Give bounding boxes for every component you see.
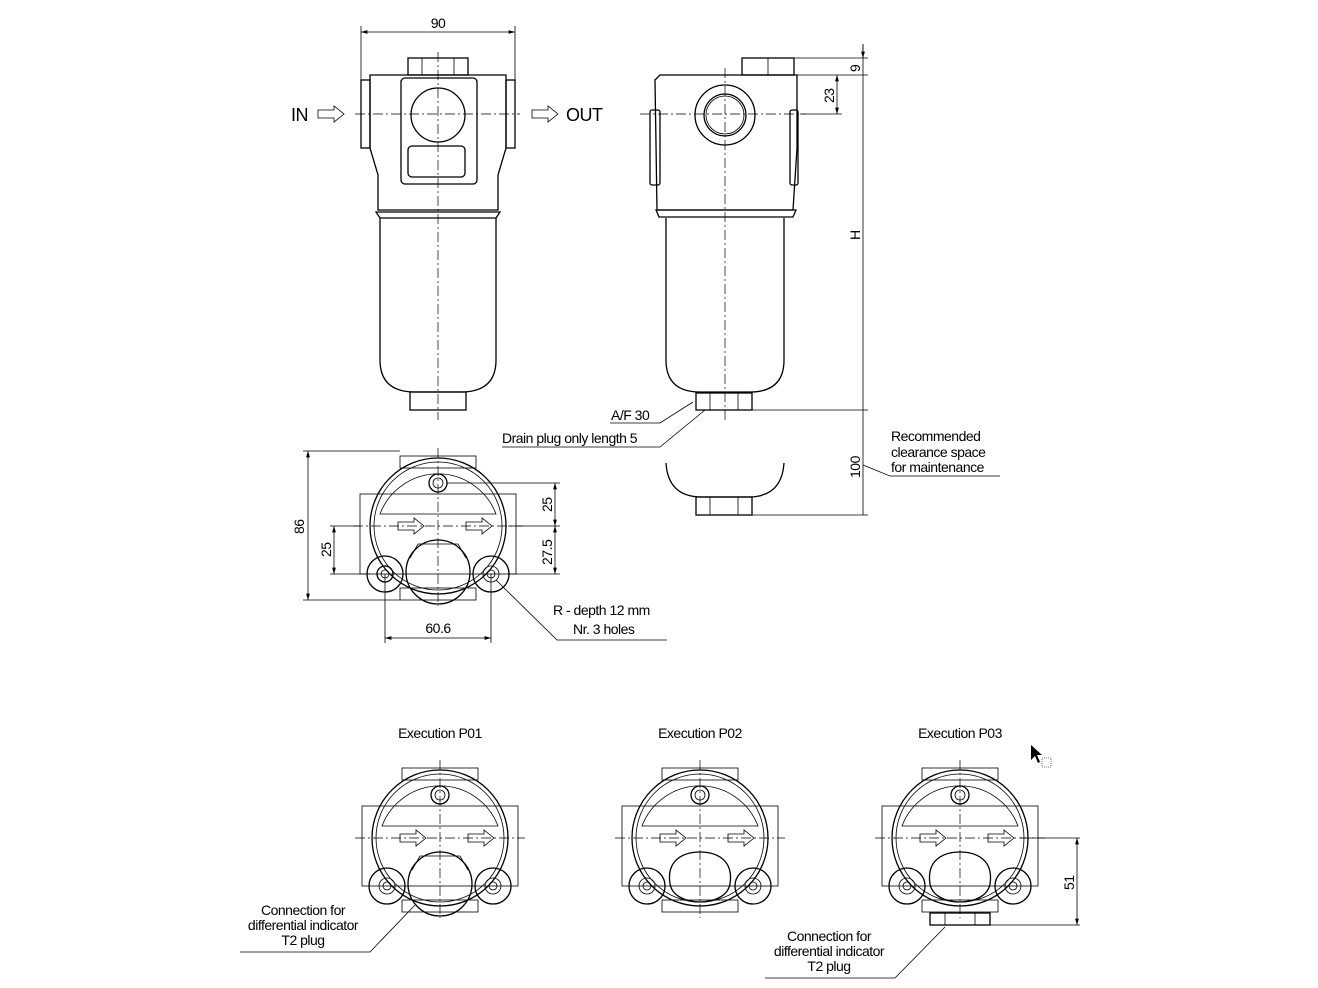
front-view: 90 IN OUT <box>291 15 604 420</box>
outlet-label: OUT <box>566 105 603 125</box>
note-line-3: T2 plug <box>807 958 850 974</box>
dim-overall: 86 <box>291 519 307 534</box>
af-label: A/F 30 <box>611 407 650 423</box>
dim-p03: 51 <box>1061 875 1077 890</box>
execution-title: Execution P03 <box>918 725 1002 741</box>
note-line-1: Connection for <box>787 928 872 944</box>
note-line-2: differential indicator <box>248 917 359 933</box>
execution-p02: Execution P02 <box>615 725 785 918</box>
mouse-cursor-icon <box>1031 745 1052 768</box>
clearance-note-3: for maintenance <box>891 459 985 475</box>
execution-title: Execution P02 <box>658 725 742 741</box>
holes-note-1: R - depth 12 mm <box>553 602 650 618</box>
note-line-3: T2 plug <box>281 932 324 948</box>
inlet-arrow-icon <box>317 105 345 123</box>
side-view: 9 23 H 100 A/F 30 Drain plug only length… <box>502 44 1000 516</box>
dim-left: 25 <box>318 542 334 557</box>
clearance-note-2: clearance space <box>891 444 986 460</box>
dim-lower: 27.5 <box>539 539 555 565</box>
note-line-1: Connection for <box>261 902 346 918</box>
outlet-arrow-icon <box>531 105 559 123</box>
holes-note-2: Nr. 3 holes <box>573 621 635 637</box>
drain-label: Drain plug only length 5 <box>502 430 638 446</box>
bottom-view: 86 25 25 27.5 60.6 R - depth 12 mm Nr. 3… <box>291 448 667 643</box>
inlet-label: IN <box>291 105 308 125</box>
note-line-2: differential indicator <box>774 943 885 959</box>
execution-p03: Execution P03 51 Connection for differen… <box>765 725 1080 979</box>
dim-top: 9 <box>847 64 863 72</box>
dim-width: 90 <box>431 15 446 31</box>
execution-title: Execution P01 <box>398 725 482 741</box>
dim-clearance: 100 <box>847 455 863 478</box>
clearance-note-1: Recommended <box>891 428 980 444</box>
dim-port: 23 <box>821 88 837 103</box>
execution-p01: Execution P01 Connection for differentia… <box>240 725 525 953</box>
dim-upper: 25 <box>539 497 555 512</box>
dim-holes: 60.6 <box>425 620 451 636</box>
dim-height: H <box>847 230 863 240</box>
